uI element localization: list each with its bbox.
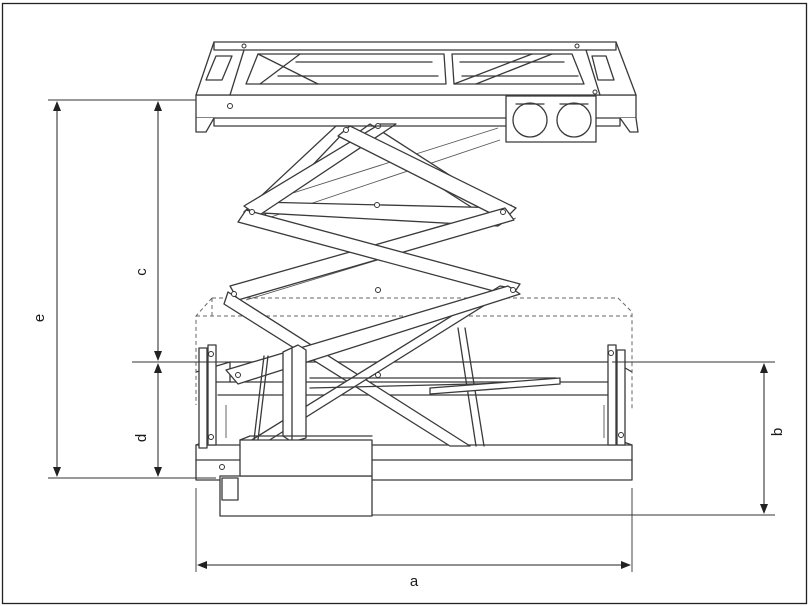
dimension-a-label: a xyxy=(410,573,419,590)
dimension-d-label: d xyxy=(133,434,150,442)
scissor-arms xyxy=(223,123,521,447)
arm-pins xyxy=(231,123,516,378)
hydraulic-cylinder xyxy=(253,327,561,447)
top-rollers xyxy=(505,95,597,143)
pump-box xyxy=(219,435,373,517)
dimension-c-label: c xyxy=(133,268,150,276)
dimension-lines xyxy=(48,99,775,572)
dimension-e-label: e xyxy=(31,314,48,322)
dimension-b-label: b xyxy=(769,428,786,436)
